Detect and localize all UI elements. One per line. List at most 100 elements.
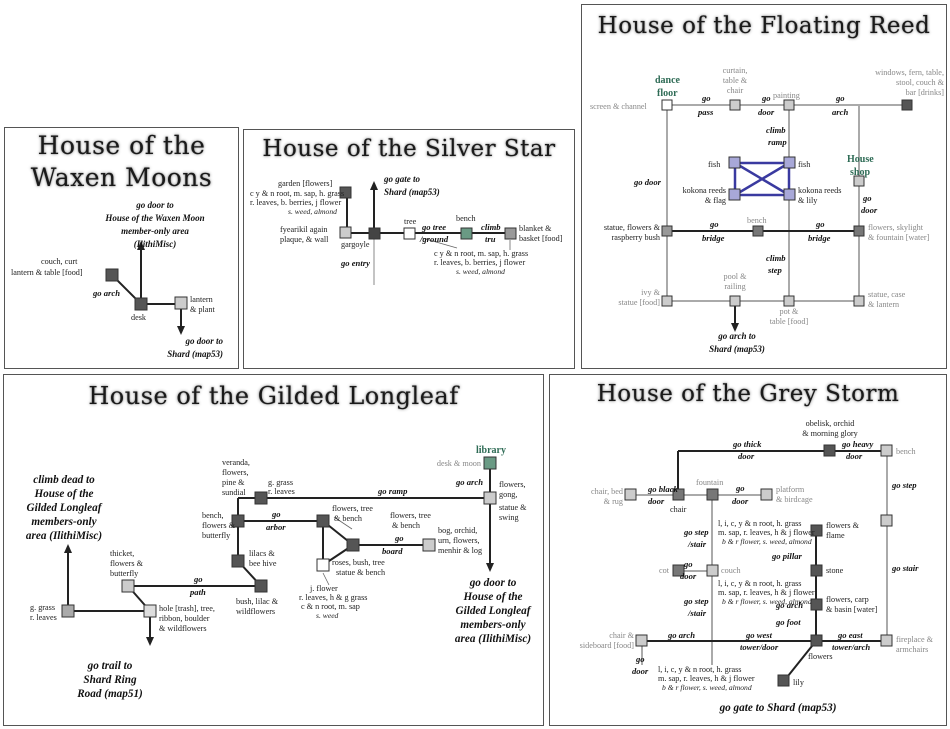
room-bench[interactable] <box>752 225 764 237</box>
room-curtain[interactable] <box>729 99 741 111</box>
label-go-pass-line2: pass <box>697 107 714 117</box>
room-center[interactable] <box>368 227 381 240</box>
room-board[interactable] <box>346 538 360 552</box>
room-kokona-flag[interactable] <box>728 188 741 201</box>
room-couch[interactable] <box>706 564 719 577</box>
room-flowers-tree[interactable] <box>316 514 330 528</box>
room-roses[interactable] <box>316 558 330 572</box>
label-veranda-line3: pine & <box>222 478 245 487</box>
label-fyea-line2: plaque, & wall <box>280 235 329 244</box>
label-bench: bench <box>747 216 767 225</box>
label-platform-line1: platform <box>776 485 805 494</box>
room-fish-right[interactable] <box>783 156 796 169</box>
label-screen: screen & channel <box>590 102 648 111</box>
room-chair-side[interactable] <box>635 634 648 647</box>
room-stone[interactable] <box>810 564 823 577</box>
room-obelisk[interactable] <box>823 444 836 457</box>
label-fyea-line1: fyearikil again <box>280 225 328 234</box>
label-forage-line1: c y & n root, m. sap, h. grass <box>434 249 528 258</box>
arrow-trail <box>146 637 154 646</box>
room-blanket[interactable] <box>504 227 517 240</box>
room-pool[interactable] <box>729 295 741 307</box>
label-platform-line2: & birdcage <box>776 495 813 504</box>
label-go-west-line2: tower/door <box>740 642 779 652</box>
room-flowers-carp[interactable] <box>810 598 823 611</box>
room-bench[interactable] <box>231 514 245 528</box>
room-bush[interactable] <box>254 579 268 593</box>
room-statue-case[interactable] <box>853 295 865 307</box>
room-thicket[interactable] <box>121 579 135 593</box>
room-painting[interactable] <box>783 99 795 111</box>
label-obelisk-line1: obelisk, orchid <box>806 419 855 428</box>
label-go-arch: go arch <box>455 477 483 487</box>
label-hole-line2: ribbon, boulder <box>159 614 210 623</box>
map-waxen-moons: go door to House of the Waxen Moon membe… <box>11 200 223 359</box>
room-kokona-lily[interactable] <box>783 188 796 201</box>
label-stone: stone <box>826 566 844 575</box>
title-line1: House of the <box>37 131 206 160</box>
label-lilacs-line1: lilacs & <box>249 549 275 558</box>
room-fish-left[interactable] <box>728 156 741 169</box>
room-flowers-flame[interactable] <box>810 524 823 537</box>
exit-gate: go gate to Shard (map53) <box>719 702 837 714</box>
room-garden[interactable] <box>339 186 352 199</box>
room-library[interactable] <box>483 456 497 470</box>
label-go-east-line1: go east <box>837 630 863 640</box>
label-go-path-line2: path <box>189 587 206 597</box>
room-couch[interactable] <box>105 268 119 282</box>
label-go-arch-low: go arch <box>667 630 695 640</box>
room-pot[interactable] <box>783 295 795 307</box>
room-fireplace[interactable] <box>880 634 893 647</box>
room-lantern[interactable] <box>174 296 188 310</box>
room-bench[interactable] <box>880 444 893 457</box>
trail-line2: Shard Ring <box>83 674 137 686</box>
room-flowers[interactable] <box>853 225 865 237</box>
label-blanket-line1: blanket & <box>519 224 552 233</box>
room-veranda[interactable] <box>254 491 268 505</box>
room-chair-bed[interactable] <box>624 488 637 501</box>
room-lilacs[interactable] <box>231 554 245 568</box>
label-statue-case-line2: & lantern <box>868 300 899 309</box>
room-statue[interactable] <box>661 225 673 237</box>
label-go-pass-line1: go <box>701 93 711 103</box>
room-flowers-gong[interactable] <box>483 491 497 505</box>
room-bench[interactable] <box>460 227 473 240</box>
room-gargoyle[interactable] <box>339 226 352 239</box>
label-painting: painting <box>773 91 800 100</box>
room-desk[interactable] <box>134 297 148 311</box>
grey-grey-paths <box>630 451 888 665</box>
reed-grey-paths <box>666 104 907 302</box>
label-forage1-line3: b & r flower, s. weed, almond <box>722 537 812 546</box>
room-hole[interactable] <box>143 604 157 618</box>
label-go-ramp: go ramp <box>377 486 408 496</box>
room-tree[interactable] <box>403 227 416 240</box>
label-climb-ramp-line1: climb <box>766 125 786 135</box>
label-go-door3-line1: go <box>635 654 645 664</box>
label-forage3-line1: l, i, c, y & n root, h. grass <box>658 665 741 674</box>
room-chair[interactable] <box>672 488 685 501</box>
map-floating-reed: dance floor screen & channel curtain, ta… <box>590 66 945 354</box>
panel-gilded-longleaf: House of the Gilded Longleaf <box>3 374 544 726</box>
room-flowers[interactable] <box>810 634 823 647</box>
label-go-west-line1: go west <box>745 630 773 640</box>
room-right-mid[interactable] <box>880 514 893 527</box>
room-ivy[interactable] <box>661 295 673 307</box>
room-lily[interactable] <box>777 674 790 687</box>
label-flowers-flame-line2: flame <box>826 531 845 540</box>
room-shop[interactable] <box>853 175 865 187</box>
label-go-step: go step <box>891 480 917 490</box>
room-platform[interactable] <box>760 488 773 501</box>
room-fountain[interactable] <box>706 488 719 501</box>
map-silver-star: garden [flowers] c y & n root, m. sap, h… <box>250 174 563 285</box>
room-ggrass[interactable] <box>61 604 75 618</box>
room-cot[interactable] <box>672 564 685 577</box>
label-go-tree-line2: /ground <box>419 234 449 244</box>
label-go-door2-line2: door <box>680 571 697 581</box>
label-go-arch-mid: go arch <box>775 600 803 610</box>
label-go-door-line1: go <box>761 93 771 103</box>
room-dance-floor[interactable] <box>661 99 673 111</box>
room-bog[interactable] <box>422 538 436 552</box>
label-garden-line2: c y & n root, m. sap, h. grass <box>250 189 344 198</box>
label-flowers-line1: flowers, skylight <box>868 223 924 232</box>
room-windows[interactable] <box>901 99 913 111</box>
